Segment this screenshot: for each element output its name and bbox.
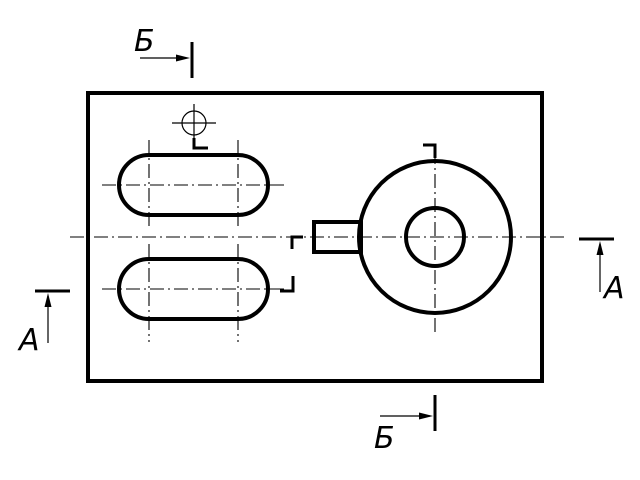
small-hole-mark — [172, 104, 216, 140]
section-b-top-indicator: Б — [134, 24, 194, 78]
section-b-top-label: Б — [134, 24, 155, 59]
section-a-left-indicator: A — [17, 289, 70, 358]
rectangular-lug — [312, 220, 363, 254]
section-b-bottom-indicator: Б — [374, 395, 437, 456]
section-a-right-indicator: A — [579, 237, 625, 306]
section-a-right-label: A — [602, 271, 625, 306]
round-boss — [357, 150, 513, 336]
section-a-left-label: A — [17, 323, 40, 358]
upper-slot — [102, 140, 285, 230]
section-b-bottom-label: Б — [374, 421, 395, 456]
lower-slot — [102, 244, 285, 342]
local-section-marks — [192, 138, 437, 293]
